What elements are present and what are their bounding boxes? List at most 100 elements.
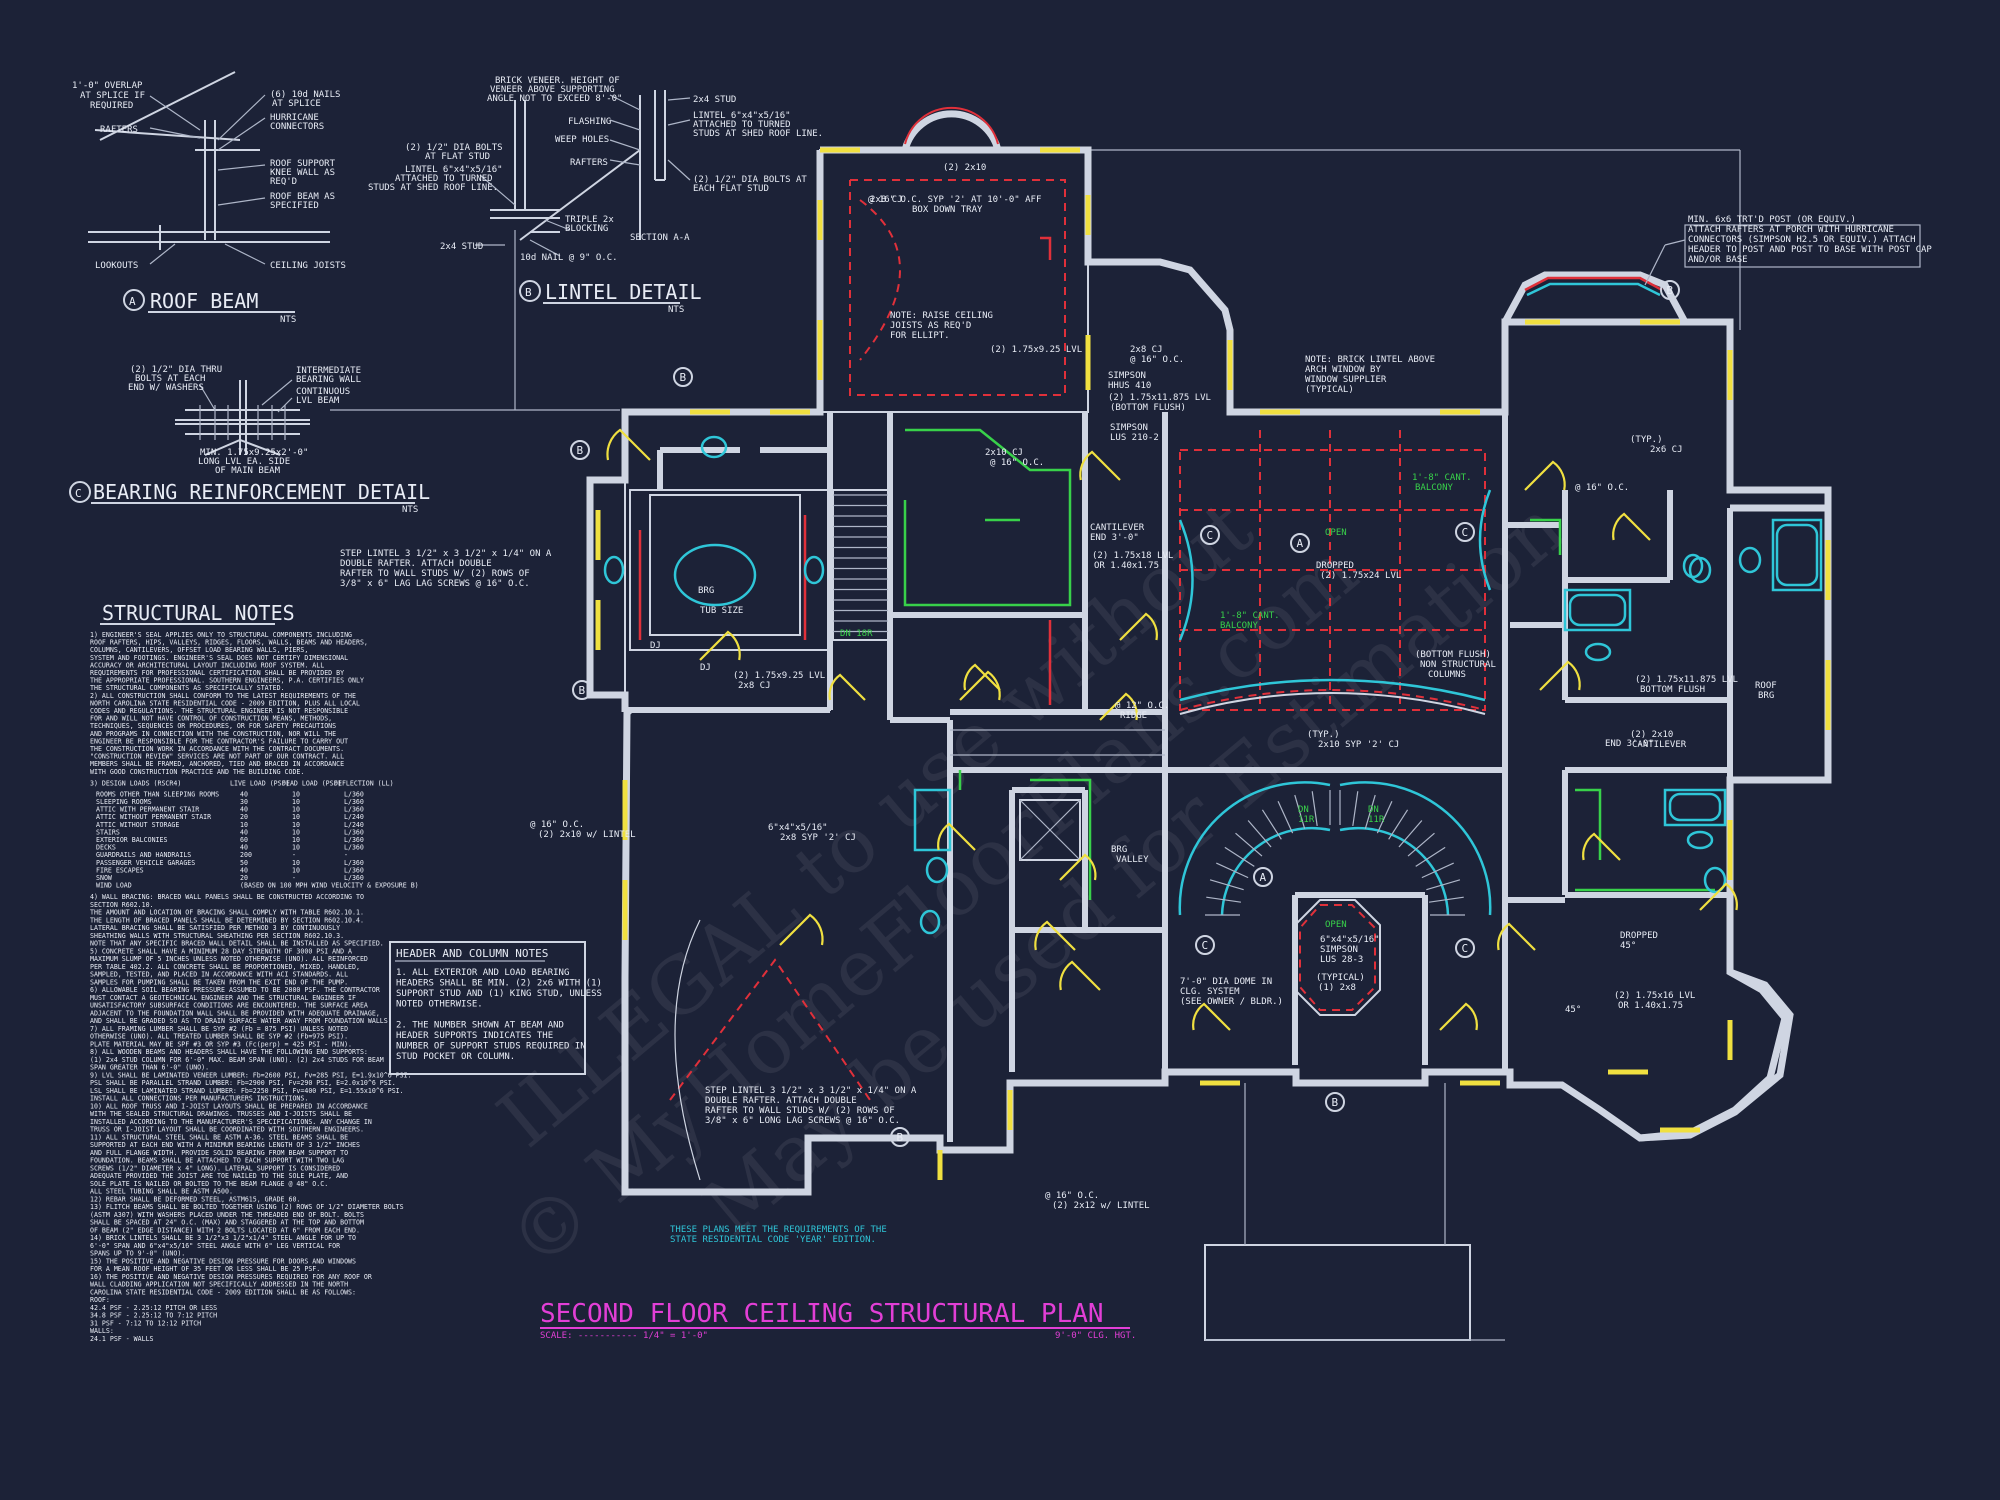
plan-label: SIMPSON [1320,945,1358,955]
plan-label: CANTILEVER [1632,740,1687,750]
roof-beam-label-1: 1'-0" OVERLAP [72,81,143,91]
detail-lintel: BRICK VENEER. HEIGHT OF VENEER ABOVE SUP… [368,76,823,315]
plan-label: (2) 1.75x11.875 LVL [1108,393,1211,403]
plan-label: (2) 1.75x9.25 LVL [990,345,1082,355]
green-label: BALCONY [1220,621,1259,631]
structural-note-line: 11) ALL STRUCTURAL STEEL SHALL BE ASTM A… [90,1133,348,1141]
design-loads-header: DEAD LOAD (PSF) [282,779,342,787]
watermark: ILLEGAL to use without © MyHomeFloorPlan… [482,483,1582,1287]
design-loads-cell: L/240 [344,813,364,821]
lintel-label-5: LINTEL 6"x4"x5/16" [693,111,791,121]
design-loads-cell: DECKS [96,844,116,852]
drawing-ceiling-height: 9'-0" CLG. HGT. [1055,1331,1136,1341]
plan-label: (2) 1.75x16 LVL [1614,991,1695,1001]
plan-label: DJ [650,641,661,651]
plan-label: END 3'-0" [1090,533,1139,543]
plan-label: TUB SIZE [700,606,743,616]
structural-note-line: ALL STEEL TUBING SHALL BE ASTM A500. [90,1188,233,1196]
curved-stair-right [1339,781,1492,916]
structural-note-line: COLUMNS, CANTILEVERS, OFFSET LOAD BEARIN… [90,646,308,654]
detail-marker-a [123,289,145,311]
design-loads-cell: ATTIC WITH PERMANENT STAIR [96,806,199,814]
grid-marker [572,680,592,700]
green-label: DN [1368,805,1379,815]
green-label: DN [1298,805,1309,815]
grid-marker [673,367,693,387]
structural-note-line: 9) LVL SHALL BE LAMINATED VENEER LUMBER:… [90,1071,412,1079]
structural-note-line: 42.4 PSF - 2.25:12 PITCH OR LESS [90,1304,217,1312]
door-swing [606,428,651,461]
structural-note-line: THE LENGTH OF BRACED PANELS SHALL BE DET… [90,916,364,924]
design-loads-cell: 40 [240,828,248,836]
porch-post-note-line: CONNECTORS (SIMPSON H2.5 OR EQUIV.) ATTA… [1688,235,1916,245]
interior-walls [625,322,1733,1142]
straight-stair [832,489,889,641]
design-loads-title: 3) DESIGN LOADS (RSCR4) [90,779,181,787]
roof-beam-nts: NTS [280,315,296,325]
roof-beam-label-2: AT SPLICE IF [80,91,145,101]
grid-marker-letter: C [1462,942,1469,955]
design-loads-cell: 10 [292,806,300,814]
design-loads-cell: 40 [240,790,248,798]
brick-lintel-line: (TYPICAL) [1305,385,1354,395]
structural-note-line: 15) THE POSITIVE AND NEGATIVE DESIGN PRE… [90,1257,356,1265]
structural-note-line: 24.1 PSF - WALLS [90,1335,154,1343]
lintel-label-12: EACH FLAT STUD [693,184,769,194]
plan-label: (2) 2x12 w/ LINTEL [1052,1201,1150,1211]
plan-label: (2) 1.75x18 LVL [1092,551,1173,561]
roof-beam-label-11: REQ'D [270,177,297,187]
structural-note-line: 14) BRICK LINTELS SHALL BE 3 1/2"x3 1/2"… [90,1234,356,1242]
doors [606,428,1738,1031]
design-loads-cell: L/360 [344,806,364,814]
bath-fixtures [603,435,1823,935]
plan-label: @ 16" O.C. [1045,1191,1099,1201]
brick-lintel-line: ARCH WINDOW BY [1305,365,1381,375]
roof-beam-label-14: LOOKOUTS [95,261,138,271]
structural-note-line: 1) ENGINEER'S SEAL APPLIES ONLY TO STRUC… [90,631,352,639]
design-loads-cell: 30 [240,798,248,806]
design-loads-cell: L/360 [344,844,364,852]
door-swing [937,822,976,851]
structural-note-line: (ASTM A307) WITH WASHERS PLACED UNDER TH… [90,1211,364,1219]
grid-marker [1455,522,1475,542]
plan-label: OR 1.40x1.75 [1618,1001,1683,1011]
drawing-title: SECOND FLOOR CEILING STRUCTURAL PLAN [540,1299,1104,1329]
lintel-label-17: STUDS AT SHED ROOF LINE. [368,183,498,193]
detail-marker-b [519,280,541,302]
lintel-label-13: (2) 1/2" DIA BOLTS [405,143,503,153]
structural-note-line: SAMPLED, TESTED, AND PLACED IN ACCORDANC… [90,971,348,979]
plan-label: END 3'-0" [1605,739,1654,749]
plan-label: SIMPSON [1108,371,1146,381]
structural-note-line: AND PROGRAMS IN CONNECTION WITH THE CONS… [90,730,336,738]
structural-note-line: ROOF RAFTERS, HIPS, VALLEYS, RIDGES, FLO… [90,639,368,647]
bearing-label-1: (2) 1/2" DIA THRU [130,365,222,375]
structural-note-line: TRUSS OR I-JOIST LAYOUT SHALL BE COORDIN… [90,1126,364,1134]
plan-label: @ 16" O.C. SYP '2' AT 10'-0" AFF [868,195,1041,205]
roof-beam-label-6: AT SPLICE [272,99,321,109]
door-swing [1497,922,1536,951]
structural-note-line: ENGINEER BE RESPONSIBLE FOR THE CONTRACT… [90,737,348,745]
grid-marker [1325,1092,1345,1112]
grid-marker [1660,280,1680,300]
plan-label: 2x8 SYP '2' CJ [780,833,856,843]
structural-note-line: MUST CONTACT A GEOTECHNICAL ENGINEER AND… [90,994,356,1002]
roof-beam-title: ROOF BEAM [150,289,258,313]
grid-marker-letter: C [1207,529,1214,542]
lintel-label-3: ANGLE NOT TO EXCEED 8'-0" [487,94,622,104]
design-loads-header: LIVE LOAD (PSF) [230,779,290,787]
plan-label: 2x10 SYP '2' CJ [1318,740,1399,750]
plan-label: SIMPSON [1110,423,1148,433]
structural-note-line: CAROLINA STATE RESIDENTIAL CODE - 2009 E… [90,1288,356,1296]
raise-ceiling-line: NOTE: RAISE CEILING [890,311,993,321]
green-label: OPEN [1325,920,1347,930]
design-loads-cell: 60 [240,836,248,844]
bearing-label-10: OF MAIN BEAM [215,466,281,476]
lintel-label-20: 2x4 STUD [440,242,483,252]
structural-note-line: SCREWS (1/2" DIAMETER x 4" LONG). LATERA… [90,1164,340,1172]
structural-note-line: 16) THE POSITIVE AND NEGATIVE DESIGN PRE… [90,1273,372,1281]
plan-label: (1) 2x8 [1318,983,1356,993]
bearing-label-3: END W/ WASHERS [128,383,204,393]
code-note-line-2: STATE RESIDENTIAL CODE 'YEAR' EDITION. [670,1235,876,1245]
